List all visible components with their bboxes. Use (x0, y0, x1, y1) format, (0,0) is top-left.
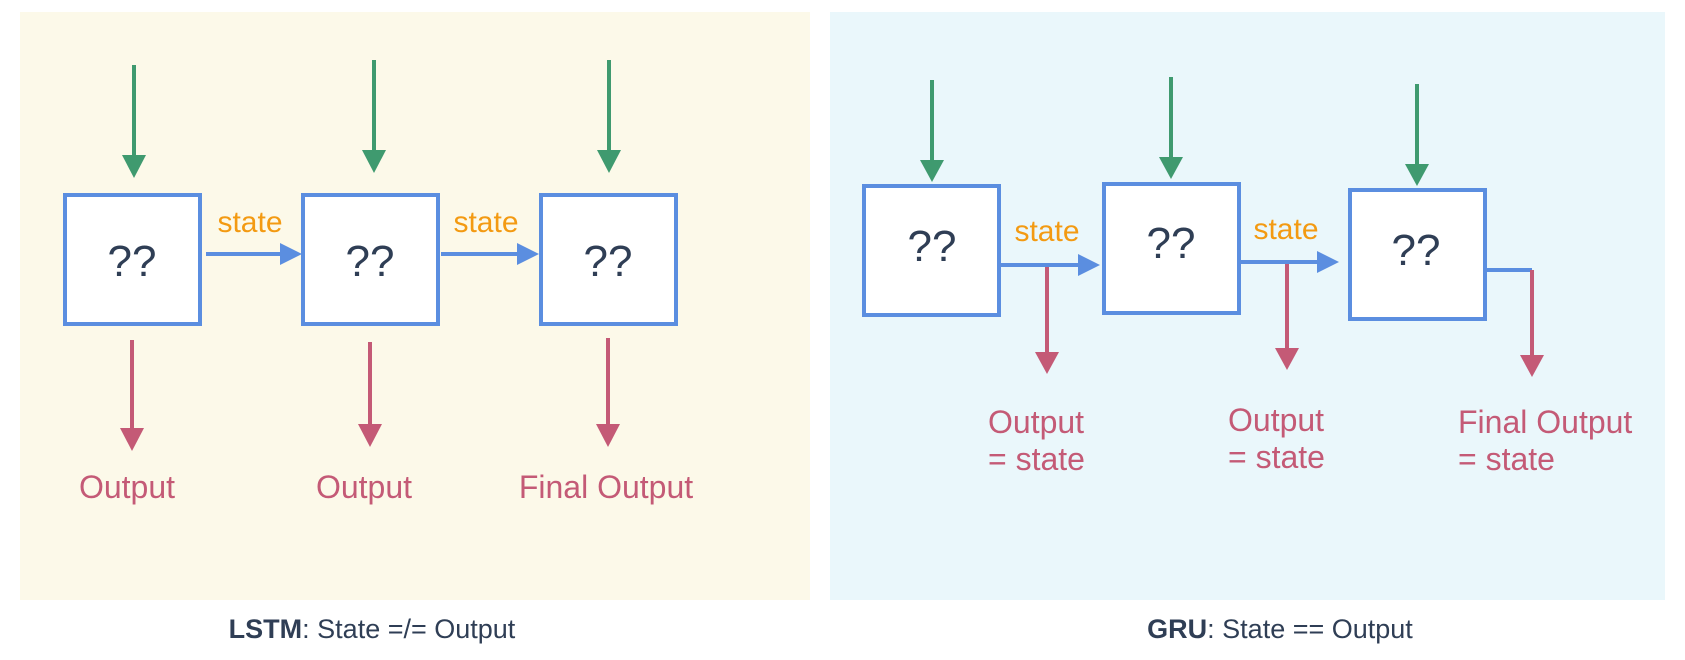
lstm-state-label-1: state (217, 206, 282, 239)
lstm-output-label-3: Final Output (519, 469, 693, 505)
lstm-input-arrowhead-1 (122, 155, 146, 178)
lstm-cell-label-1: ?? (108, 237, 157, 286)
gru-output-label-1-line2: = state (988, 441, 1085, 477)
lstm-output-label-2: Output (316, 469, 412, 505)
gru-cell-label-3: ?? (1392, 226, 1441, 275)
gru-cell-label-2: ?? (1147, 219, 1196, 268)
gru-state-arrowhead-1 (1078, 254, 1100, 276)
gru-input-arrowhead-2 (1159, 157, 1183, 179)
lstm-state-arrowhead-2 (517, 243, 539, 265)
lstm-cell-label-3: ?? (584, 237, 633, 286)
gru-output-label-1: Output = state (988, 404, 1093, 477)
lstm-caption-bold: LSTM (229, 614, 303, 644)
gru-caption-bold: GRU (1147, 614, 1207, 644)
gru-output-label-2-line1: Output (1228, 402, 1324, 438)
lstm-output-arrowhead-3 (596, 424, 620, 447)
gru-output-label-1-line1: Output (988, 404, 1084, 440)
gru-state-label-1: state (1014, 215, 1079, 248)
gru-output-label-3-line2: = state (1458, 441, 1555, 477)
lstm-state-label-2: state (453, 206, 518, 239)
gru-output-arrowhead-1 (1035, 352, 1059, 374)
lstm-caption: LSTM: State =/= Output (229, 614, 516, 644)
gru-output-label-3-line1: Final Output (1458, 404, 1632, 440)
gru-output-label-2: Output = state (1228, 402, 1333, 475)
lstm-output-label-1: Output (79, 469, 175, 505)
gru-caption: GRU: State == Output (1147, 614, 1413, 644)
lstm-state-arrowhead-1 (280, 243, 302, 265)
lstm-cell-1 (63, 193, 202, 326)
lstm-input-arrowhead-2 (362, 150, 386, 173)
gru-cell-2 (1102, 182, 1241, 315)
lstm-caption-rest: : State =/= Output (302, 614, 516, 644)
lstm-cell-2 (301, 193, 440, 326)
gru-cell-1 (862, 184, 1001, 317)
lstm-cell-3 (539, 193, 678, 326)
gru-output-arrowhead-2 (1275, 348, 1299, 370)
gru-caption-rest: : State == Output (1207, 614, 1413, 644)
lstm-output-arrowhead-1 (120, 428, 144, 451)
gru-output-label-3: Final Output = state (1458, 404, 1641, 477)
gru-state-arrowhead-2 (1317, 251, 1339, 273)
gru-input-arrowhead-1 (920, 160, 944, 182)
lstm-output-arrowhead-2 (358, 424, 382, 447)
gru-output-label-2-line2: = state (1228, 439, 1325, 475)
lstm-cell-label-2: ?? (346, 237, 395, 286)
gru-state-label-2: state (1253, 213, 1318, 246)
lstm-input-arrowhead-3 (597, 150, 621, 173)
gru-output-arrowhead-3 (1520, 355, 1544, 377)
gru-cell-3 (1348, 188, 1487, 321)
lstm-input-arrows (122, 60, 621, 178)
gru-cell-label-1: ?? (908, 222, 957, 271)
gru-input-arrowhead-3 (1405, 164, 1429, 186)
